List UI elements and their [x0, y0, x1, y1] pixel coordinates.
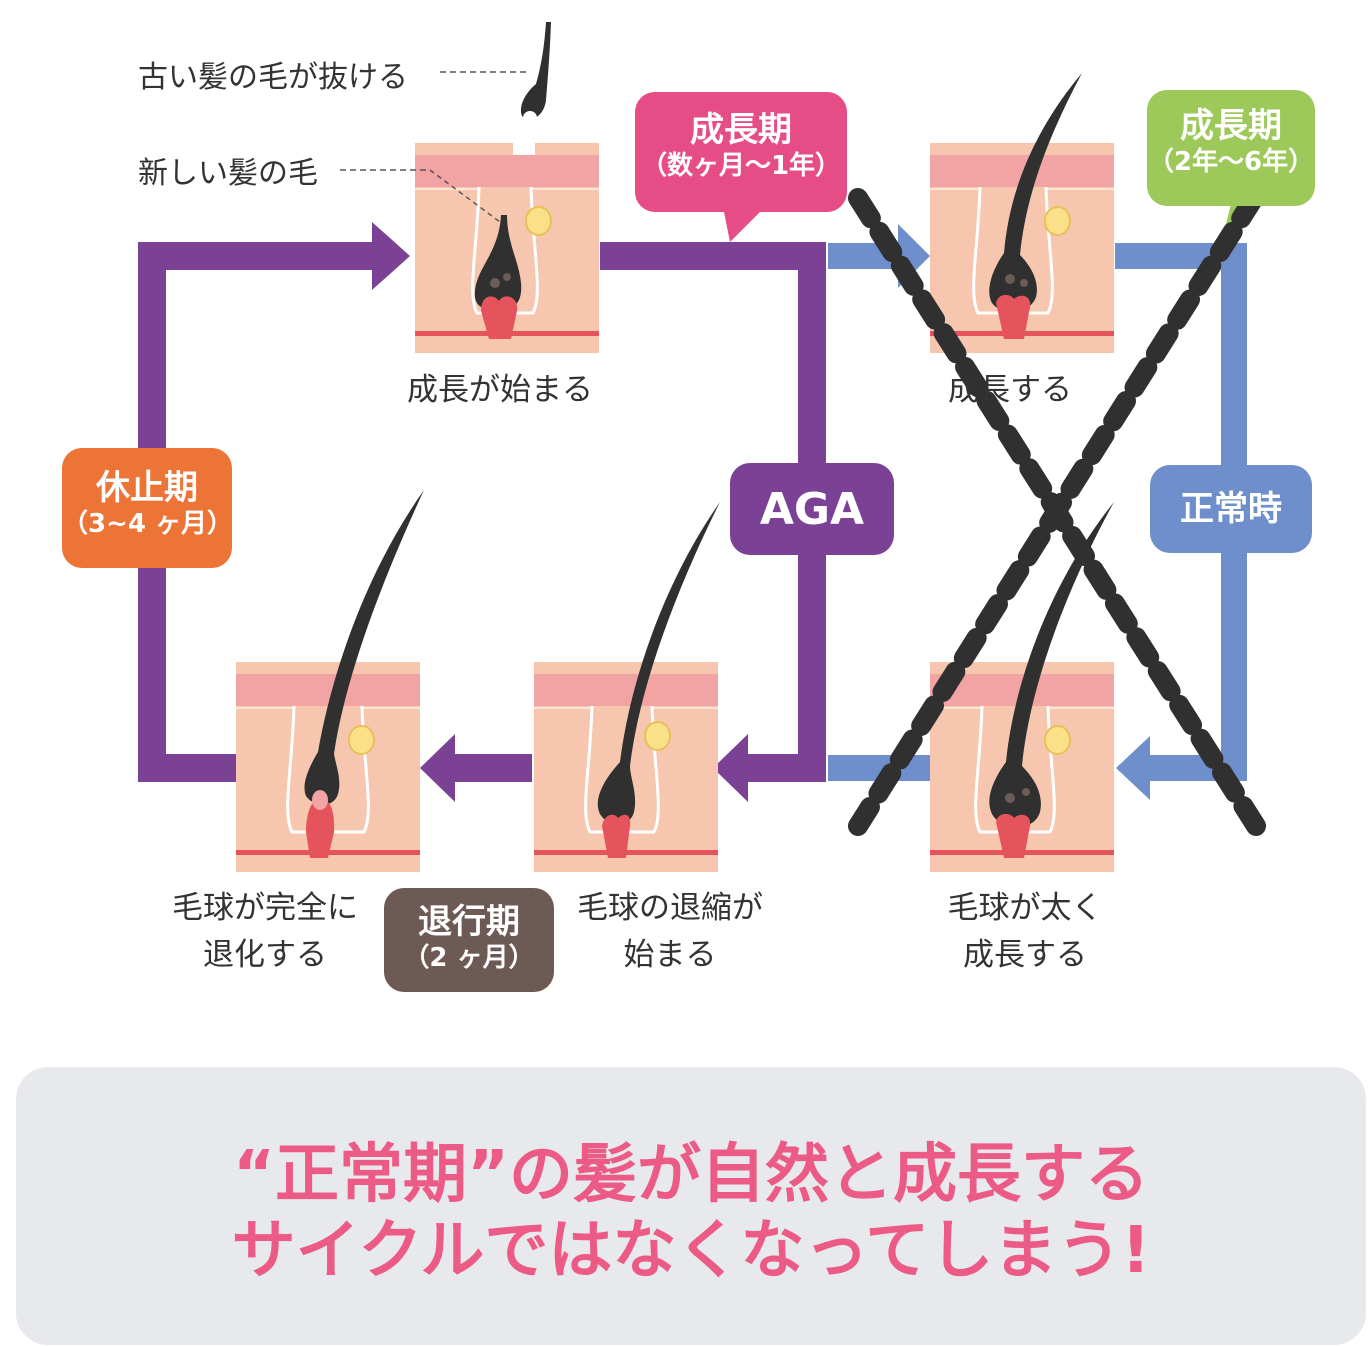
badge-aga: AGA: [730, 463, 894, 555]
badge-growth-aga: 成長期 （数ヶ月〜1年）: [635, 92, 847, 212]
stage-label-bulb-grows: 毛球が太く成長する: [947, 890, 1103, 973]
stage-label-fully-regressed: 毛球が完全に退化する: [172, 890, 358, 973]
old-hair-label: 古い髪の毛が抜ける: [138, 60, 408, 95]
stage-label-growth-start: 成長が始まる: [407, 372, 593, 408]
stage-label-grows: 成長する: [948, 372, 1072, 408]
badge-regression: 退行期 （2 ヶ月）: [384, 888, 554, 992]
summary-message: “正常期”の髪が自然と成長するサイクルではなくなってしまう!: [231, 1138, 1151, 1288]
follicle-shrink-start: [533, 502, 720, 873]
hair-cycle-diagram: [138, 22, 1266, 873]
falling-hair: [520, 22, 551, 125]
badge-rest: 休止期 （3~4 ヶ月）: [62, 448, 233, 568]
badge-normal: 正常時: [1150, 465, 1312, 553]
stage-label-shrink-start: 毛球の退縮が始まる: [577, 890, 763, 973]
aga-arrowheads: [372, 222, 748, 802]
follicle-growth-start: [414, 142, 600, 354]
follicle-grows: [929, 73, 1115, 354]
follicle-bulb-thick: [929, 502, 1115, 873]
badge-growth-normal: 成長期 （2年〜6年）: [1147, 90, 1315, 206]
summary-panel: “正常期”の髪が自然と成長するサイクルではなくなってしまう!: [16, 1067, 1366, 1345]
new-hair-label: 新しい髪の毛: [138, 156, 318, 191]
cross-out-mark: [848, 188, 1266, 836]
follicle-fully-regressed: [235, 490, 424, 873]
